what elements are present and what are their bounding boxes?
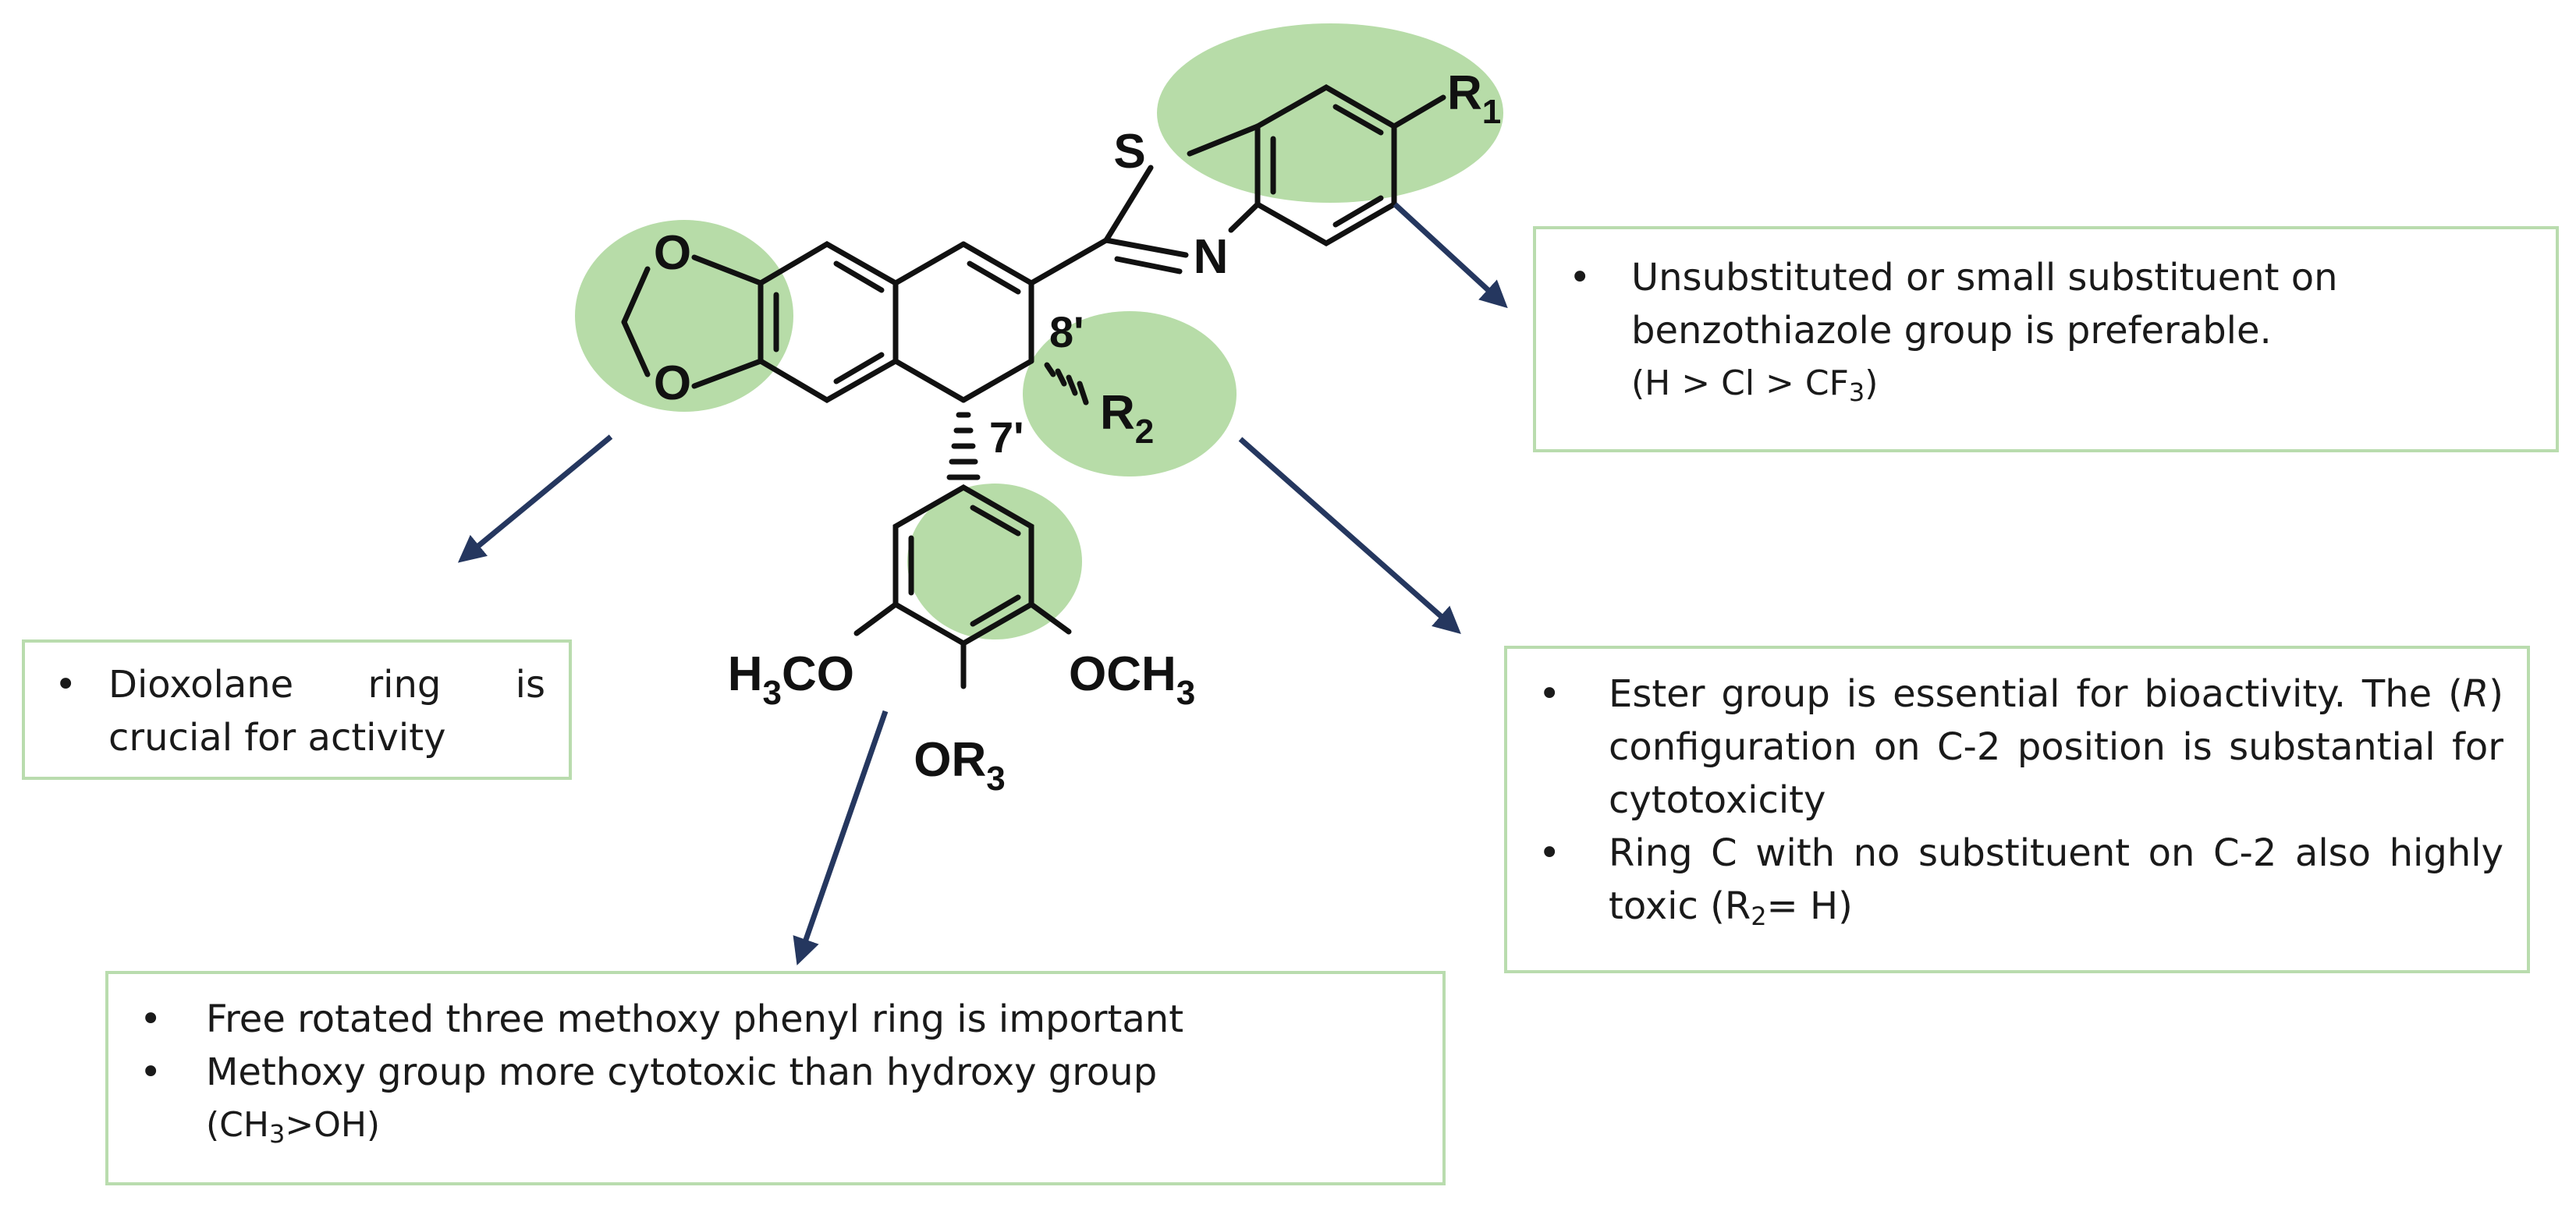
atom-oxygen-top: O [654,226,691,280]
note-item: • Free rotated three methoxy phenyl ring… [108,993,1442,1046]
bond-skeleton [621,83,1446,689]
arrow-to-benzothiazole-note [1393,202,1508,309]
substituent-r2: R2 [1100,386,1154,451]
substituent-r1: R1 [1447,66,1501,131]
bullet-icon: • [1569,256,1591,299]
note-item: • Dioxolane ring is crucial for activity [25,658,545,764]
note-line: Unsubstituted or small substituent on [1631,256,2338,299]
position-label-8: 8' [1049,307,1084,356]
atom-nitrogen: N [1194,230,1229,284]
note-item: • Ring C with no substituent on C-2 also… [1507,827,2503,933]
note-methoxy-phenyl: • Free rotated three methoxy phenyl ring… [105,971,1446,1185]
substituent-or3: OR3 [914,733,1005,798]
bullet-icon: • [1538,672,1561,716]
note-item: • Methoxy group more cytotoxic than hydr… [108,1046,1442,1152]
highlight-trimethoxyphenyl [907,484,1082,639]
note-line: benzothiazole group is preferable. [1631,309,2272,352]
highlight-benzothiazole [1157,23,1503,203]
bullet-icon: • [140,1050,162,1094]
position-label-7: 7' [989,413,1024,462]
highlight-dioxolane [575,220,793,412]
note-ester: • Ester group is essential for bioactivi… [1504,646,2530,973]
note-item: • Ester group is essential for bioactivi… [1507,668,2503,827]
stereo-hash-bonds [946,362,1089,480]
substituent-h3co: H3CO [728,647,854,712]
atom-sulfur: S [1113,125,1145,179]
substituent-och3: OCH3 [1069,647,1195,712]
arrow-to-ester-note [1238,437,1461,634]
bullet-icon: • [1538,831,1561,875]
highlight-ring-c [1023,311,1237,476]
bullet-icon: • [55,663,77,707]
bullet-icon: • [140,997,162,1041]
arrow-to-dioxolane-note [457,434,613,563]
note-text: Dioxolane ring is crucial for activity [108,663,545,760]
note-item: • Unsubstituted or small substituent on … [1536,251,2556,410]
note-line-ranking: (H > Cl > CF3) [1631,363,1879,407]
atom-oxygen-bottom: O [654,356,691,410]
arrow-to-methoxy-note [793,710,889,965]
note-dioxolane: • Dioxolane ring is crucial for activity [22,639,572,780]
note-benzothiazole: • Unsubstituted or small substituent on … [1533,226,2559,452]
